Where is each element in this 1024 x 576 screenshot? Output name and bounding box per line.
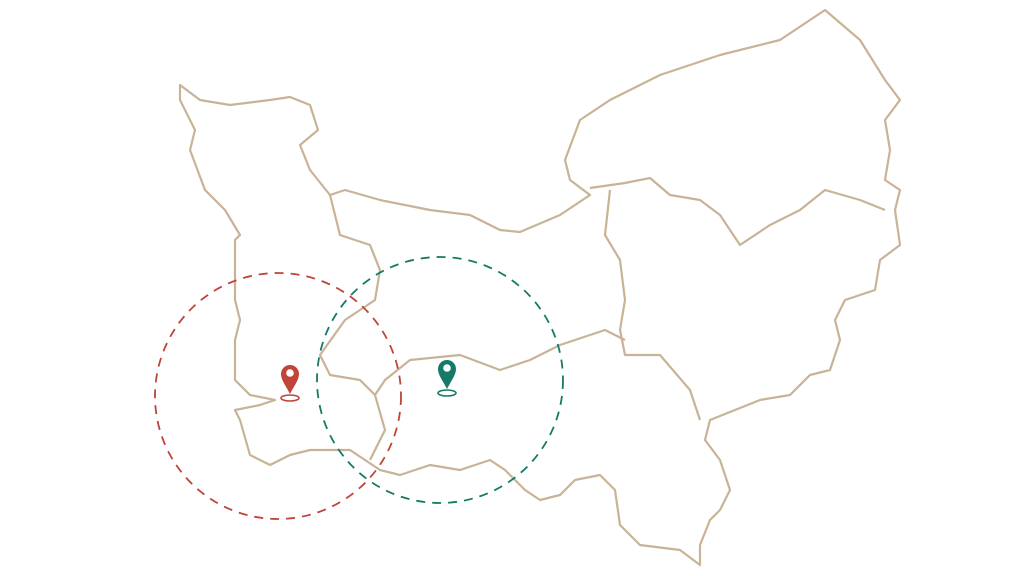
radius-circle-green [316, 256, 564, 504]
region-borders [178, 8, 902, 567]
border-calvados-eure [603, 189, 702, 421]
map-pin-icon[interactable] [437, 360, 457, 397]
radius-circle-red [154, 272, 402, 520]
map-pin-icon[interactable] [280, 365, 300, 402]
border-eure-seine-maritime [589, 176, 886, 247]
region-outline [178, 8, 902, 567]
border-calvados-orne [374, 328, 626, 396]
border-manche-calvados [318, 194, 387, 461]
